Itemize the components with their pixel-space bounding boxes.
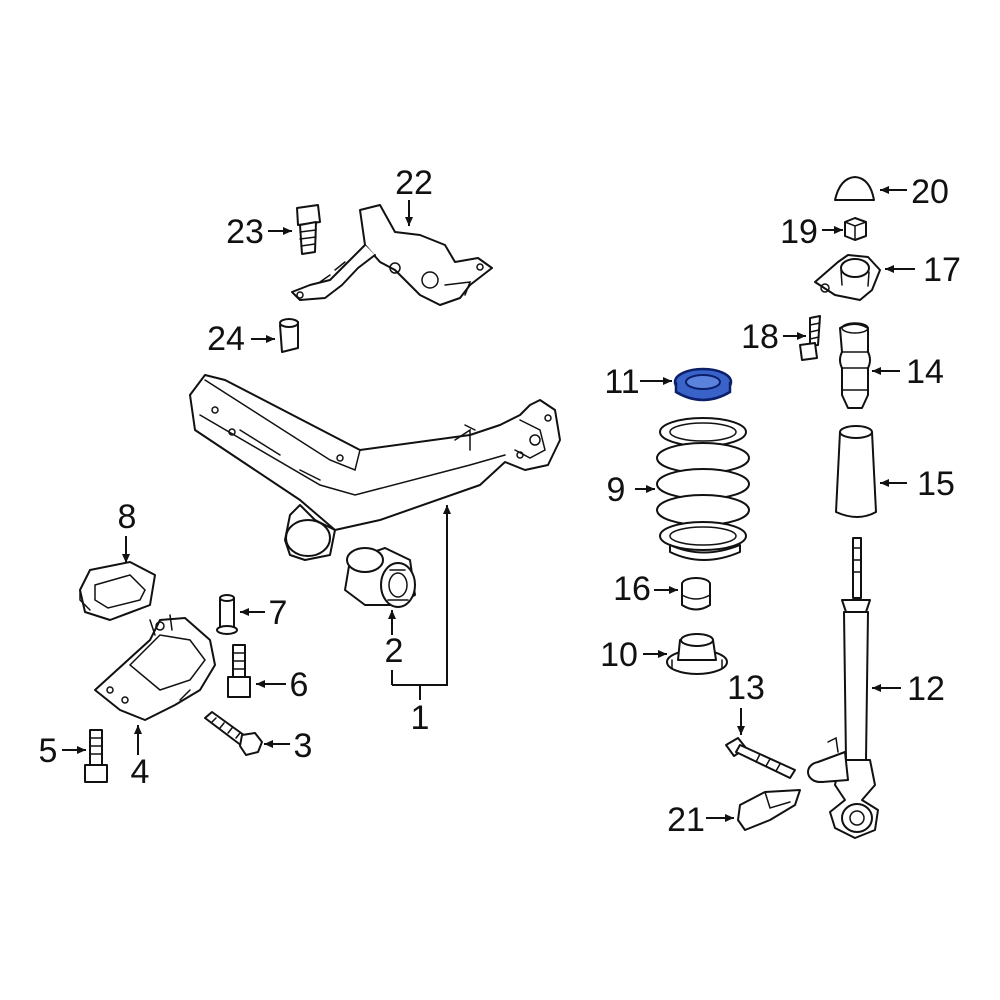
bushing-24[interactable] — [279, 318, 299, 353]
lower-seat-10[interactable] — [666, 633, 728, 675]
callout-22: 22 — [395, 164, 433, 202]
callout-12: 12 — [907, 670, 945, 708]
callout-3: 3 — [294, 727, 313, 765]
coil-spring-9[interactable] — [656, 417, 750, 561]
callout-16: 16 — [613, 570, 651, 608]
callout-11: 11 — [604, 363, 639, 401]
callout-1: 1 — [411, 699, 430, 737]
bolt-6[interactable] — [227, 644, 251, 698]
bolt-23[interactable] — [296, 204, 321, 255]
bump-stop-14[interactable] — [839, 322, 871, 409]
level-sensor[interactable] — [291, 204, 493, 306]
bolt-3[interactable] — [204, 711, 263, 756]
callout-2: 2 — [385, 632, 404, 670]
callout-8: 8 — [118, 498, 137, 536]
dust-boot-15[interactable] — [835, 425, 877, 518]
callout-10: 10 — [600, 636, 638, 674]
shock-absorber-12[interactable] — [807, 537, 879, 839]
callout-7: 7 — [269, 594, 288, 632]
bolt-18[interactable] — [799, 315, 821, 361]
callout-19: 19 — [780, 213, 818, 251]
bolt-7[interactable] — [216, 594, 238, 635]
bolt-13[interactable] — [725, 737, 796, 779]
dust-cap-20[interactable] — [834, 176, 875, 201]
callout-4: 4 — [131, 753, 150, 791]
bolt-5[interactable] — [84, 729, 108, 783]
axle-beam[interactable] — [189, 374, 561, 561]
callout-14: 14 — [906, 353, 944, 391]
nut-19[interactable] — [844, 217, 867, 241]
callout-13: 13 — [727, 669, 765, 707]
callout-23: 23 — [226, 213, 264, 251]
mounting-bracket[interactable] — [94, 614, 216, 721]
spring-insulator-16[interactable] — [681, 577, 711, 611]
leader-lines — [62, 186, 915, 822]
callout-18: 18 — [741, 318, 779, 356]
upper-mount-17[interactable] — [814, 254, 881, 301]
callout-20: 20 — [911, 173, 949, 211]
callout-5: 5 — [39, 732, 58, 770]
bracket-21[interactable] — [737, 789, 801, 831]
callout-24: 24 — [207, 320, 245, 358]
mount-pad[interactable] — [79, 561, 156, 621]
callout-17: 17 — [923, 251, 961, 289]
spring-seat-11-highlighted[interactable] — [673, 367, 733, 402]
callout-6: 6 — [290, 666, 309, 704]
axle-bushing[interactable] — [344, 547, 416, 608]
callout-9: 9 — [607, 471, 626, 509]
callout-15: 15 — [917, 465, 955, 503]
callout-labels: 1 2 3 4 5 6 7 8 9 10 11 12 13 14 15 16 1… — [39, 164, 961, 839]
callout-21: 21 — [667, 801, 705, 839]
